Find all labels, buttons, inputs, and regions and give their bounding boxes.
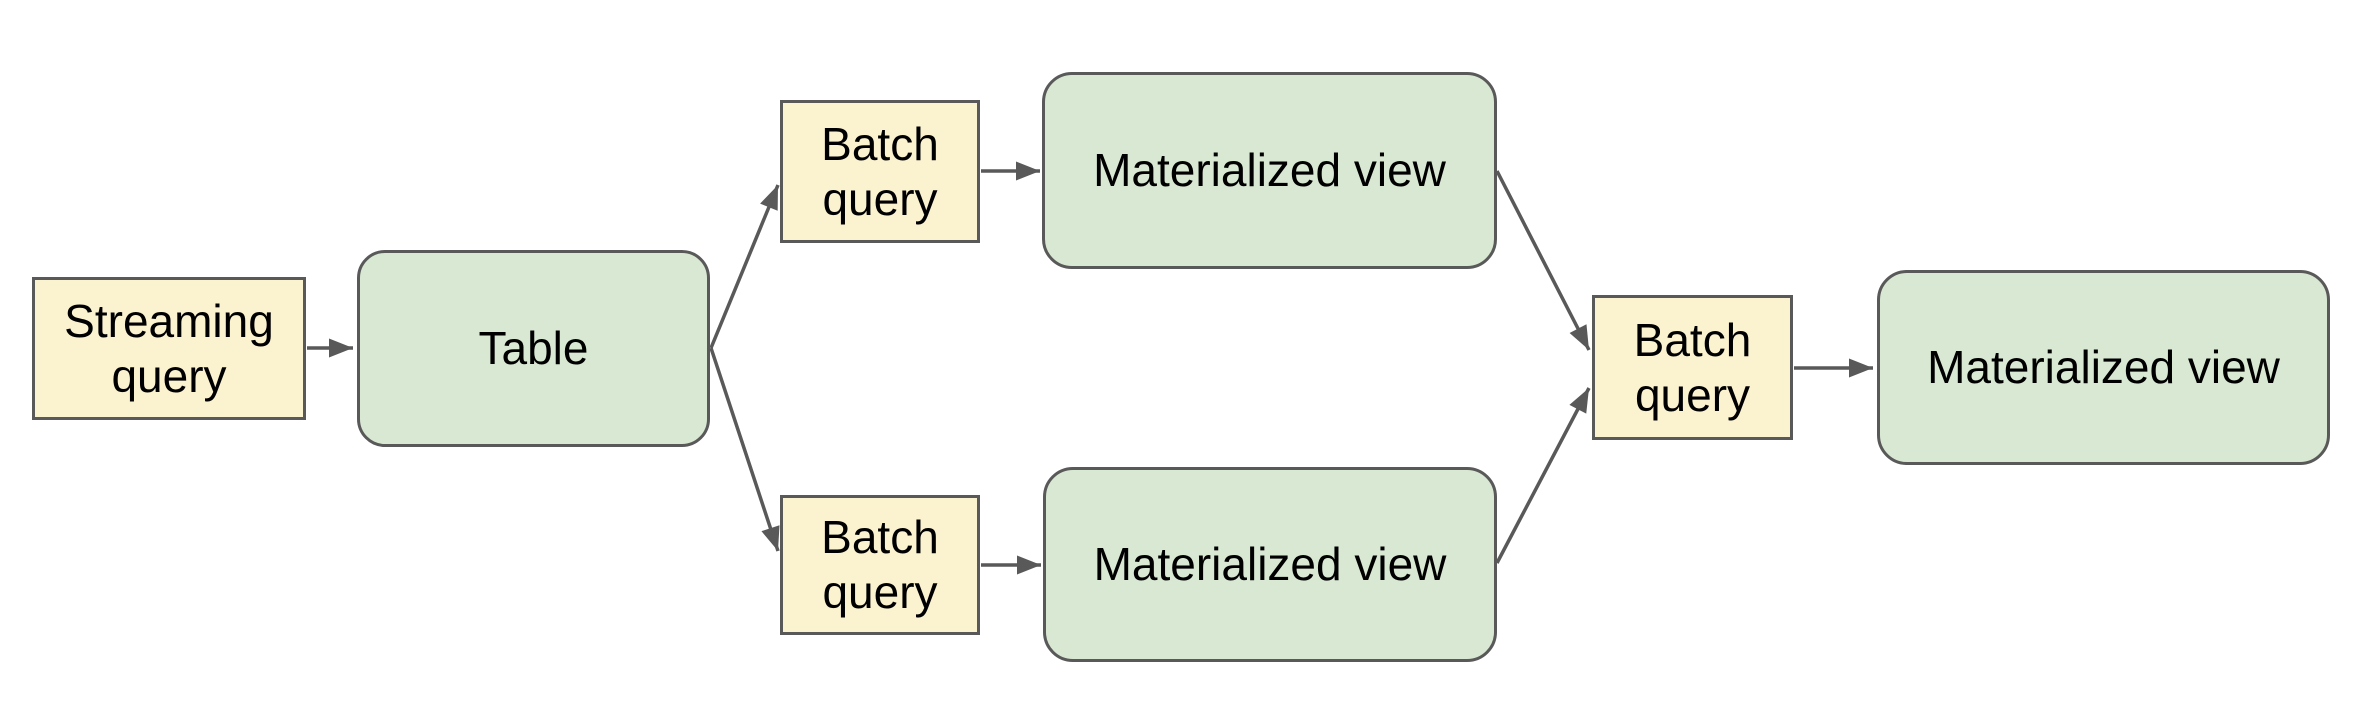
- node-streaming-query-label: Streaming query: [64, 294, 274, 402]
- node-materialized-view-right-label: Materialized view: [1927, 341, 2280, 393]
- node-materialized-view-top-label: Materialized view: [1093, 144, 1446, 196]
- edge-mv-top-to-batch-right: [1495, 170, 1591, 351]
- node-materialized-view-bottom-label: Materialized view: [1093, 538, 1447, 590]
- node-batch-query-bottom: Batch query: [780, 495, 980, 635]
- edge-table-to-batch-bottom: [709, 347, 780, 552]
- node-batch-query-right-label: Batch query: [1633, 313, 1752, 421]
- node-materialized-view-right: Materialized view: [1877, 270, 2330, 465]
- node-materialized-view-top: Materialized view: [1042, 72, 1497, 269]
- node-materialized-view-bottom: Materialized view: [1043, 467, 1497, 662]
- edge-table-to-batch-top: [709, 184, 780, 349]
- node-table-label: Table: [478, 322, 589, 374]
- node-batch-query-bottom-label: Batch query: [821, 511, 939, 618]
- node-streaming-query: Streaming query: [32, 277, 306, 420]
- node-batch-query-top-label: Batch query: [821, 117, 939, 225]
- node-batch-query-top: Batch query: [780, 100, 980, 243]
- node-batch-query-right: Batch query: [1592, 295, 1793, 440]
- node-table: Table: [357, 250, 710, 447]
- edge-mv-bottom-to-batch-right: [1495, 387, 1591, 564]
